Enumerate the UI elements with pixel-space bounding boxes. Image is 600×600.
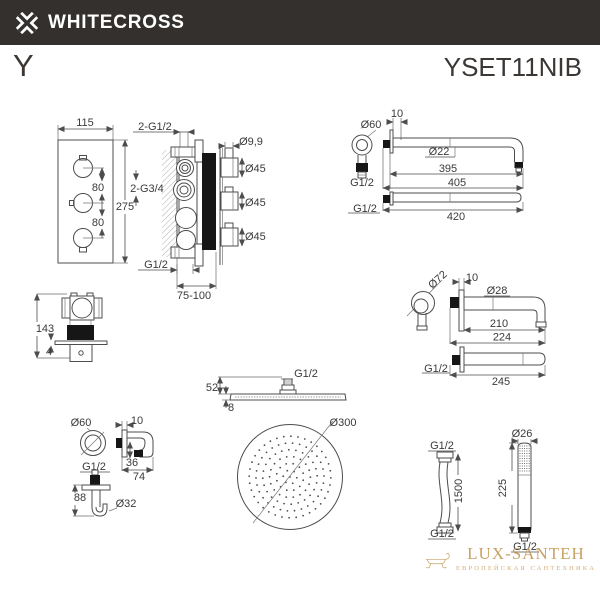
dim-label: Ø28 xyxy=(487,285,508,297)
dim-label: Ø9,9 xyxy=(239,136,263,148)
watermark-title: LUX-SANTEH xyxy=(467,544,585,563)
dim-label: Ø45 xyxy=(245,163,266,175)
dim-label: 2-G3/4 xyxy=(130,183,164,195)
dim-label: 8 xyxy=(228,402,234,414)
header-bar: WHITECROSS xyxy=(0,0,600,45)
dim-label: G1/2 xyxy=(82,461,106,473)
dim-label: 88 xyxy=(74,492,86,504)
dim-label: 52 xyxy=(206,382,218,394)
watermark: LUX-SANTEH ЕВРОПЕЙСКАЯ САНТЕХНИКА xyxy=(424,545,596,581)
dim-label: Ø22 xyxy=(429,146,450,158)
spray-nozzle-dots xyxy=(248,435,332,519)
dim-label: G1/2 xyxy=(513,541,537,553)
head-front-drawing: Ø300 xyxy=(237,417,357,530)
dim-label: 224 xyxy=(493,332,511,344)
dim-label: 225 xyxy=(497,479,509,497)
dim-label: 80 xyxy=(92,217,104,229)
dim-label: G1/2 xyxy=(353,203,377,215)
dim-label: 10 xyxy=(131,415,143,427)
dim-label: G1/2 xyxy=(424,363,448,375)
dim-label: Ø32 xyxy=(116,498,137,510)
dim-label: G1/2 xyxy=(430,528,454,540)
dim-label: Ø60 xyxy=(71,417,92,429)
series-title: Y xyxy=(13,48,34,83)
dim-label: 80 xyxy=(92,182,104,194)
dim-label: 275 xyxy=(116,201,134,213)
wall-outlet-drawing: Ø60 G1/2 10 36 74 88 Ø32 xyxy=(71,415,154,517)
spout-drawing: Ø72 10 Ø28 210 224 G1/2 245 xyxy=(406,269,547,388)
valve-top-drawing: 143 4 xyxy=(34,292,108,362)
dim-label: 420 xyxy=(447,211,465,223)
dim-label: 210 xyxy=(490,318,508,330)
dim-label: G1/2 xyxy=(430,440,454,452)
dim-label: Ø26 xyxy=(512,428,533,440)
dim-label: Ø72 xyxy=(426,269,449,292)
whitecross-logo-icon xyxy=(15,11,39,34)
dim-label: Ø45 xyxy=(245,197,266,209)
dim-label: 405 xyxy=(448,177,466,189)
dim-label: 75-100 xyxy=(177,290,211,302)
dim-label: 10 xyxy=(466,272,478,284)
dim-label: 4 xyxy=(46,346,52,358)
dim-label: 2-G1/2 xyxy=(138,121,172,133)
bathtub-icon xyxy=(425,553,450,569)
watermark-subtitle: ЕВРОПЕЙСКАЯ САНТЕХНИКА xyxy=(455,565,596,572)
handshower-drawing: Ø26 225 G1/2 xyxy=(497,428,539,553)
dim-label: 74 xyxy=(133,471,145,483)
dim-label: 245 xyxy=(492,376,510,388)
dim-label: 1500 xyxy=(453,479,465,503)
valve-side-drawing: 2-G1/2 2-G3/4 Ø9,9 Ø45 Ø45 xyxy=(130,121,266,302)
hose-drawing: G1/2 1500 G1/2 xyxy=(428,440,465,540)
dim-label: G1/2 xyxy=(350,177,374,189)
dim-label: 36 xyxy=(126,457,138,469)
dim-label: 143 xyxy=(36,323,54,335)
dim-label: Ø60 xyxy=(361,119,382,131)
dim-label: Ø300 xyxy=(330,417,357,429)
model-number: YSET11NIB xyxy=(443,52,582,82)
dim-label: 115 xyxy=(76,117,94,129)
brand-name: WHITECROSS xyxy=(48,11,185,33)
dim-label: 10 xyxy=(391,108,403,120)
dim-label: G1/2 xyxy=(144,259,168,271)
dim-label: G1/2 xyxy=(294,368,318,380)
shower-arm-drawing: Ø60 G1/2 10 Ø22 395 405 G1/2 420 xyxy=(348,108,524,223)
dim-label: 395 xyxy=(439,163,457,175)
head-side-drawing: G1/2 52 8 xyxy=(206,368,347,414)
dim-label: Ø45 xyxy=(245,231,266,243)
valve-front-drawing: 115 80 80 275 xyxy=(57,117,134,264)
handshower-spray-dots xyxy=(519,445,530,472)
